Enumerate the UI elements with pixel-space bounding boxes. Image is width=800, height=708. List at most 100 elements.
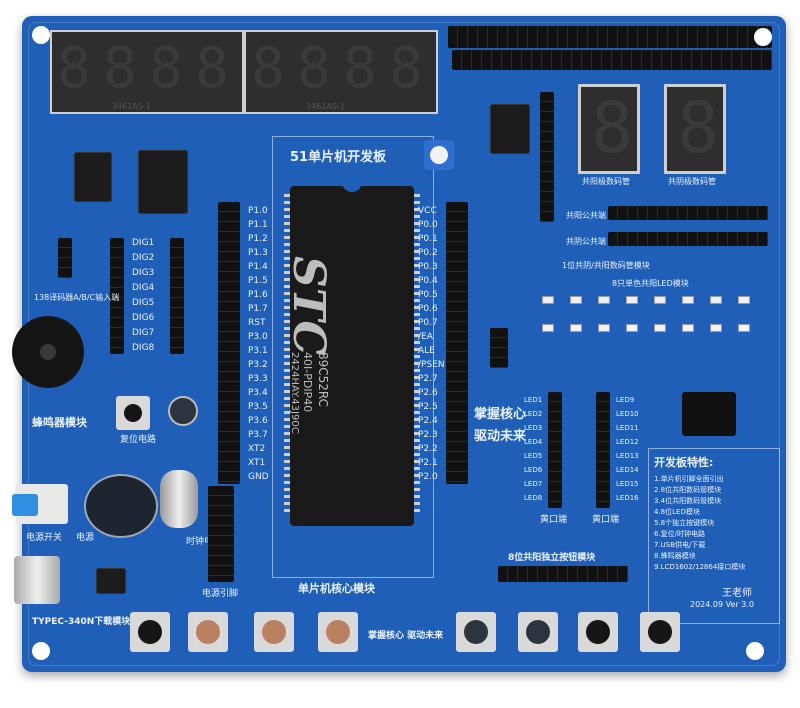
pin-label: P0.1 <box>418 234 438 244</box>
pin-label: P0.0 <box>418 220 438 230</box>
core-module-outline <box>272 136 434 578</box>
port-header-left <box>218 202 240 484</box>
feature-line: 7.USB供电/下载 <box>654 541 706 549</box>
usb-c-port[interactable] <box>14 556 60 604</box>
smd-led <box>598 324 610 332</box>
label-reset: 复位电路 <box>120 435 157 445</box>
segment-digit: 8 <box>343 36 377 101</box>
pin-label: VCC <box>418 206 437 216</box>
mcu-socket: STC 89C52RC 40I-PDIP40 2424HAY.43J90C <box>283 180 420 526</box>
ic-ch340n <box>96 568 126 594</box>
pin-label: P3.0 <box>248 332 268 342</box>
pin-label: P1.6 <box>248 290 268 300</box>
button-cap <box>464 620 488 644</box>
dig-label: DIG6 <box>132 313 155 323</box>
single-digit-display-cathode: 8 <box>664 84 726 174</box>
pin-label: P1.4 <box>248 262 268 272</box>
led-label: LED7 <box>524 480 543 488</box>
key-button-2[interactable] <box>188 612 228 652</box>
pin-label: P3.2 <box>248 360 268 370</box>
dig-label: DIG3 <box>132 268 155 278</box>
feature-line: 4.8位LED模块 <box>654 508 700 516</box>
led-label: LED8 <box>524 494 543 502</box>
potentiometer[interactable] <box>424 140 454 170</box>
segment-digit: 8 <box>251 36 285 101</box>
pin-label: P3.1 <box>248 346 268 356</box>
led-header-right <box>596 392 610 508</box>
segment-digit: 8 <box>57 36 91 101</box>
pin-label: P2.4 <box>418 416 438 426</box>
mcu-pins-left <box>284 194 290 516</box>
label-led-port-left: 黄口端 <box>540 515 568 525</box>
smd-led <box>542 296 554 304</box>
dig-label: DIG8 <box>132 343 155 353</box>
led-label: LED2 <box>524 410 543 418</box>
pin-label: P2.0 <box>418 472 438 482</box>
cathode-header <box>608 232 768 246</box>
pin-label: P3.5 <box>248 402 268 412</box>
label-common-anode: 共阳极数码管 <box>582 177 630 186</box>
features-title: 开发板特性: <box>654 456 714 469</box>
crystal-oscillator <box>160 470 198 528</box>
pin-label: P2.7 <box>418 374 438 384</box>
pin-label: /PSEN <box>418 360 445 370</box>
buzzer <box>12 316 84 388</box>
jumper-block <box>682 392 736 436</box>
lcd-header-bottom <box>452 50 772 70</box>
display-part-number: 3461AS-1 <box>112 102 151 111</box>
smd-led <box>542 324 554 332</box>
ic-74hc138 <box>74 152 112 202</box>
pin-label: P2.1 <box>418 458 438 468</box>
led-header-left <box>548 392 562 508</box>
ic-lcd-driver <box>490 104 530 154</box>
label-key-module: 8位共阳独立按钮模块 <box>508 553 596 563</box>
feature-line: 8.蜂鸣器模块 <box>654 552 696 560</box>
pin-label: P0.7 <box>418 318 438 328</box>
mounting-hole <box>32 26 50 44</box>
dig-label: DIG5 <box>132 298 155 308</box>
smd-led <box>710 324 722 332</box>
key-button-8[interactable] <box>640 612 680 652</box>
mounting-hole <box>746 642 764 660</box>
slogan-middle: 掌握核心 驱动未来 <box>474 407 527 444</box>
label-power-switch: 电源开关 <box>26 533 63 543</box>
features-outline <box>648 448 780 624</box>
pin-label: P2.2 <box>418 444 438 454</box>
mcu-model: 89C52RC <box>316 352 330 408</box>
feature-line: 9.LCD1602/12864接口模块 <box>654 563 746 571</box>
pin-label: P0.6 <box>418 304 438 314</box>
pin-label: P2.5 <box>418 402 438 412</box>
jumper-header <box>490 328 508 368</box>
mcu-package: 40I-PDIP40 <box>301 352 314 413</box>
feature-line: 2.8位共阳数码管模块 <box>654 486 722 494</box>
version: 2024.09 Ver 3.0 <box>690 600 754 609</box>
pin-label: XT1 <box>248 458 266 468</box>
label-seg-select: 1位共阴/共阳数码管模块 <box>562 261 650 270</box>
mcu-lot: 2424HAY.43J90C <box>289 352 300 434</box>
power-switch[interactable] <box>12 484 68 524</box>
key-button-4[interactable] <box>318 612 358 652</box>
pin-label: P3.7 <box>248 430 268 440</box>
feature-line: 1.单片机引脚全面引出 <box>654 475 724 483</box>
led-label: LED12 <box>616 438 639 446</box>
led-label: LED4 <box>524 438 543 446</box>
segment-digit: 8 <box>149 36 183 101</box>
key-button-6[interactable] <box>518 612 558 652</box>
slogan-bottom: 掌握核心 驱动未来 <box>368 631 444 641</box>
label-common-cathode: 共阴极数码管 <box>668 177 716 186</box>
pin-label: P1.0 <box>248 206 268 216</box>
key-button-5[interactable] <box>456 612 496 652</box>
core-module-title: 单片机核心模块 <box>298 582 375 595</box>
pin-label: P0.5 <box>418 290 438 300</box>
lcd-header-top <box>448 26 772 48</box>
pin-label: RST <box>248 318 266 328</box>
key-button-7[interactable] <box>578 612 618 652</box>
segment-digit: 8 <box>591 87 634 169</box>
reset-button[interactable] <box>116 396 150 430</box>
pin-label: P3.3 <box>248 374 268 384</box>
smd-led <box>738 296 750 304</box>
led-label: LED1 <box>524 396 543 404</box>
button-cap <box>648 620 672 644</box>
key-button-3[interactable] <box>254 612 294 652</box>
key-button-1[interactable] <box>130 612 170 652</box>
